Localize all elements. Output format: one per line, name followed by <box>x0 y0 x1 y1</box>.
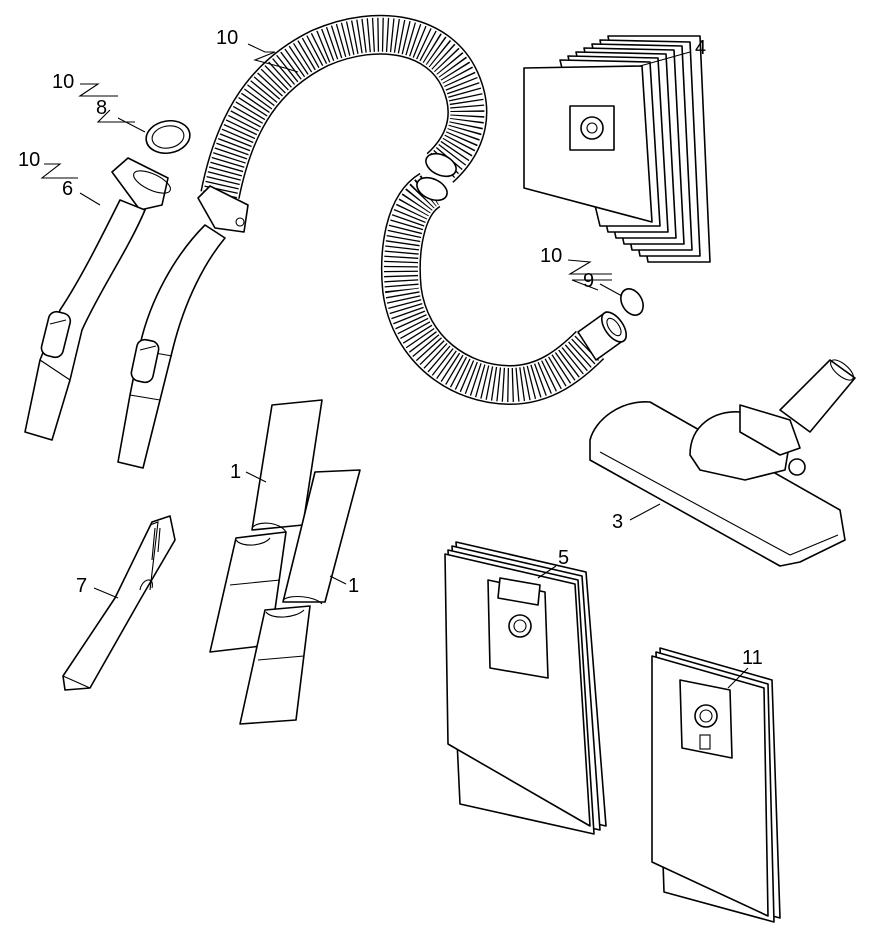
svg-text:5: 5 <box>558 547 569 569</box>
callout-ring-upper: 8 <box>96 97 146 133</box>
callout-hose-set-ring-lower: 10 <box>540 245 612 275</box>
callout-hose-set-handle-left: 10 <box>18 149 78 179</box>
hose-handle-cuff <box>197 185 249 233</box>
hose-end-connector <box>577 311 628 361</box>
svg-text:7: 7 <box>76 575 87 597</box>
svg-text:10: 10 <box>52 71 74 93</box>
svg-text:6: 6 <box>62 178 73 200</box>
svg-text:10: 10 <box>540 245 562 267</box>
svg-text:11: 11 <box>742 647 763 669</box>
callout-hose-set-ring-upper: 10 <box>52 71 118 97</box>
crevice-nozzle <box>62 515 176 691</box>
callout-ring-lower: 9 <box>571 270 623 297</box>
callout-floor-nozzle: 3 <box>612 503 661 533</box>
svg-text:9: 9 <box>583 270 594 292</box>
callout-crevice-nozzle: 7 <box>76 575 119 599</box>
svg-text:1: 1 <box>348 575 359 597</box>
svg-text:10: 10 <box>18 149 40 171</box>
paper-bags-medium <box>444 541 607 835</box>
floor-nozzle <box>589 359 856 567</box>
hose-handle-middle <box>117 224 226 469</box>
paper-bags-large <box>523 35 711 263</box>
callout-tube-upper: 1 <box>230 461 267 483</box>
svg-text:3: 3 <box>612 511 623 533</box>
ring-upper <box>145 119 191 155</box>
callout-hose-set: 10 <box>216 27 299 73</box>
handle-left <box>24 157 171 441</box>
callout-handle-left: 6 <box>62 178 101 206</box>
ring-lower <box>620 288 644 316</box>
callout-paper-bags-medium: 5 <box>537 547 569 579</box>
svg-text:4: 4 <box>695 37 706 59</box>
svg-text:8: 8 <box>96 97 107 119</box>
paper-bags-small <box>651 647 781 923</box>
callout-tube-lower: 1 <box>329 575 359 597</box>
callout-paper-bags-small: 11 <box>727 647 763 689</box>
suction-tube-lower <box>239 469 361 725</box>
svg-text:10: 10 <box>216 27 238 49</box>
suction-hose <box>197 14 628 406</box>
svg-text:1: 1 <box>230 461 241 483</box>
callout-paper-bags-large: 4 <box>639 37 706 67</box>
